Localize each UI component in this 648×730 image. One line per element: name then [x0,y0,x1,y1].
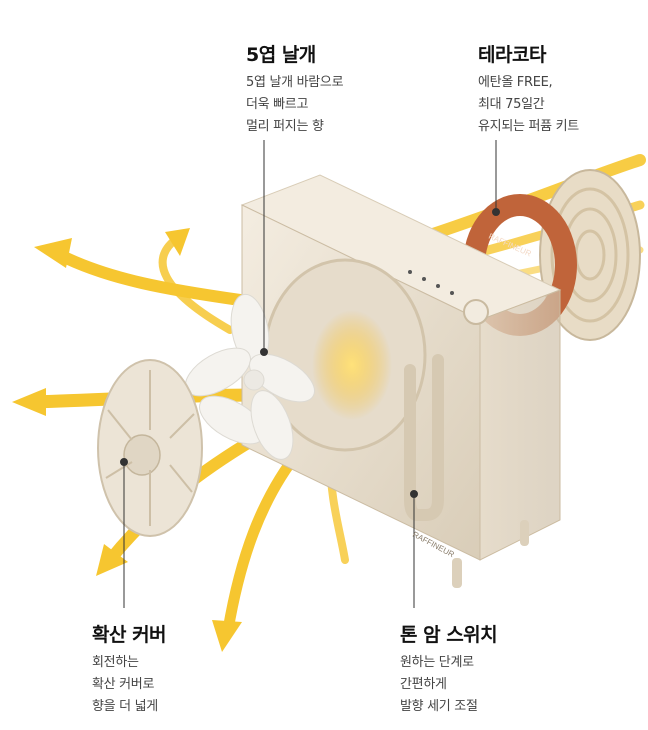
spiral-ring [550,187,630,323]
arrowhead [212,620,242,652]
indicator-light [422,277,426,281]
indicator-light [450,291,454,295]
callout-line: 에탄올 FREE, [478,75,553,90]
airflow-arrow [222,444,306,636]
device-leg [520,520,529,546]
callout-fan-blades: 5엽 날개 5엽 날개 바람으로 더욱 빠르고 멀리 퍼지는 향 [246,42,344,138]
callout-line: 최대 75일간 [478,97,545,112]
airflow-arrow [158,236,234,334]
callout-line: 회전하는 [92,655,139,670]
callout-title: 확산 커버 [92,624,167,646]
callout-line: 5엽 날개 바람으로 [246,75,344,90]
arrowhead [12,388,46,416]
callout-line: 멀리 퍼지는 향 [246,119,324,134]
airflow-arrow [424,154,646,241]
device-side [479,289,561,561]
fan-hub [243,369,265,391]
callout-title: 톤 암 스위치 [400,624,498,646]
arrowhead [96,544,128,576]
fan-blade [249,353,315,403]
diffuser-cover [97,359,203,537]
indicator-light [408,270,412,274]
airflow-arrow [54,249,246,306]
motor-glow [312,310,392,420]
arrowhead [34,238,72,268]
callout-line: 원하는 단계로 [400,655,474,670]
cover-ribs [105,370,195,526]
callout-line: 더욱 빠르고 [246,97,309,112]
power-button [463,299,489,325]
airflow-arrowheads [12,228,242,652]
callout-title: 5엽 날개 [246,44,316,66]
fan-blade [250,390,294,460]
callout-line: 확산 커버로 [92,677,155,692]
arrowhead [165,228,190,256]
leader-lines [120,140,500,608]
callout-title: 테라코타 [478,44,546,66]
callout-diffuser-cover: 확산 커버 회전하는 확산 커버로 향을 더 넓게 [92,622,167,718]
indicator-light [436,284,440,288]
callout-tone-arm-switch: 톤 암 스위치 원하는 단계로 간편하게 발향 세기 조절 [400,622,498,718]
callout-line: 향을 더 넓게 [92,699,158,714]
cover-hub [123,434,161,476]
fan-blades [185,293,315,460]
callout-line: 간편하게 [400,677,447,692]
tone-arm-switch [404,354,444,521]
callout-line: 발향 세기 조절 [400,699,478,714]
callout-terracotta: 테라코타 에탄올 FREE, 최대 75일간 유지되는 퍼퓸 키트 [478,42,579,138]
device-leg [452,558,462,588]
callout-line: 유지되는 퍼퓸 키트 [478,119,579,134]
diffuser-device [240,174,562,588]
